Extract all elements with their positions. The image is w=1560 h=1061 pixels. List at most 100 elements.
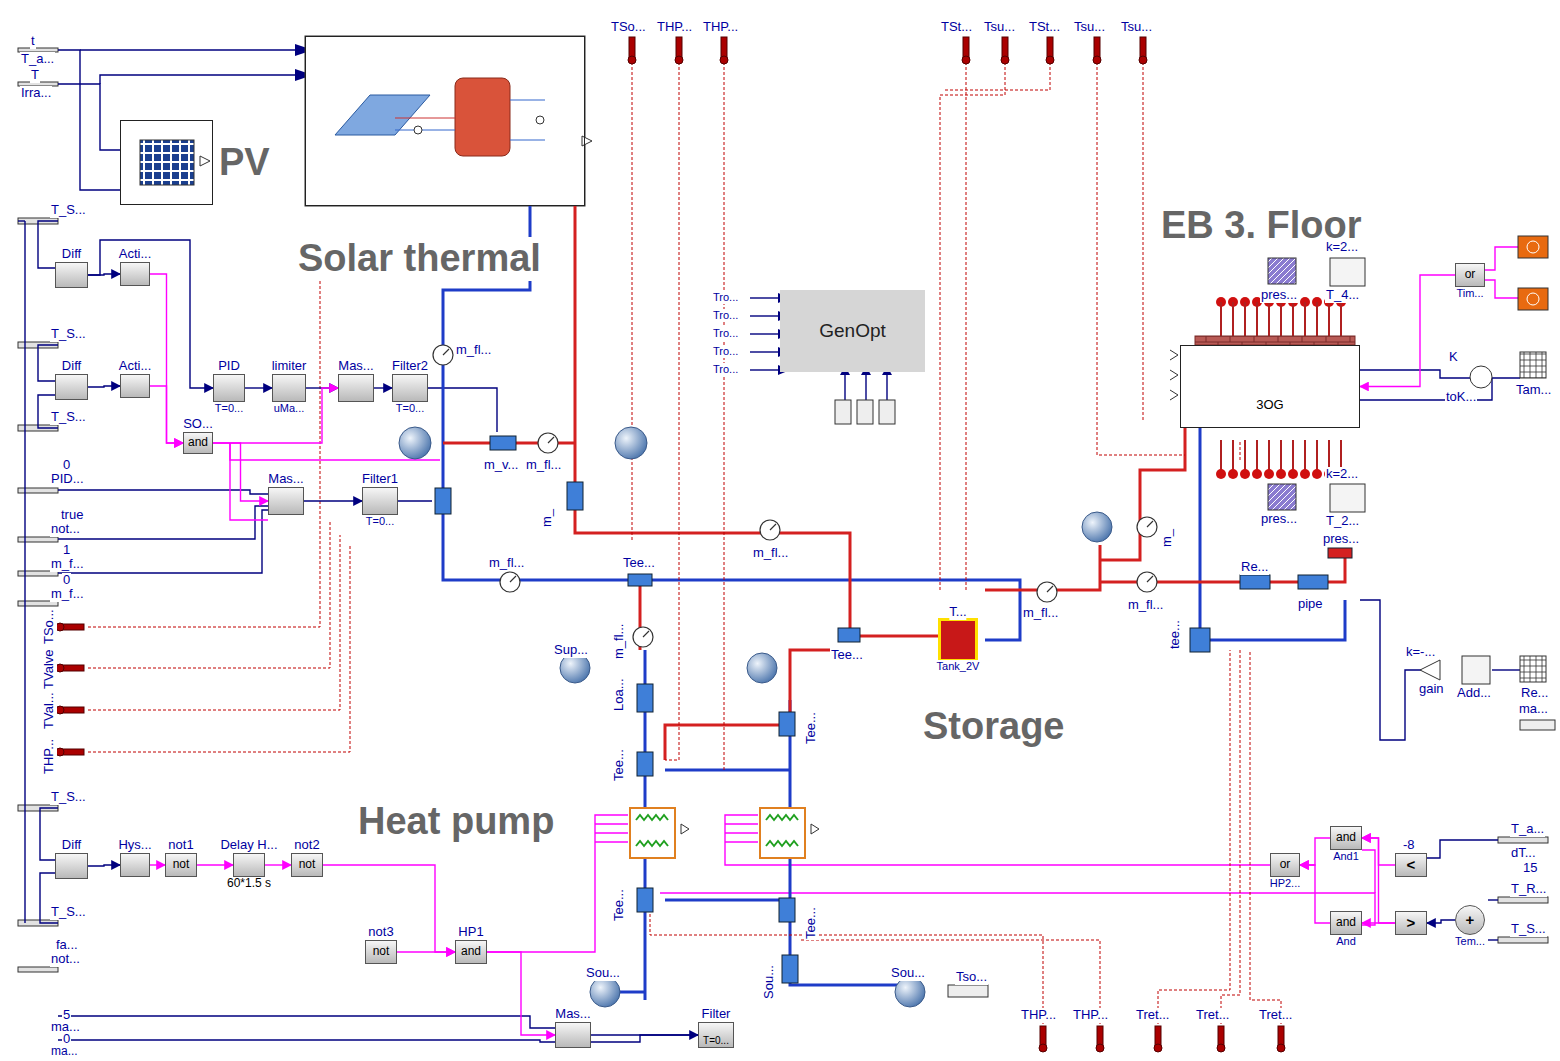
component-label: Tee... xyxy=(612,748,627,782)
component-label: m_fl... xyxy=(455,343,492,358)
component-label: T_R... xyxy=(1510,882,1547,897)
component-label: Tro... xyxy=(712,327,739,340)
component-label: not... xyxy=(50,522,81,537)
sensor-lines xyxy=(88,62,1281,1024)
block-label: Diff xyxy=(62,247,81,262)
block-label: not2 xyxy=(294,838,319,853)
delay-block: Delay H...60*1.5 s xyxy=(233,853,265,877)
block-label: HP1 xyxy=(458,925,483,940)
signal-connector xyxy=(265,864,291,865)
pipes xyxy=(443,205,1345,1000)
difference-block: Diff xyxy=(55,262,88,288)
switch-block: Mas... xyxy=(555,1022,591,1048)
limiter-block: limiteruMa... xyxy=(272,374,306,402)
component-label: THP... xyxy=(702,20,739,35)
component-label: Tsu... xyxy=(983,20,1016,35)
component-label: Tret... xyxy=(1258,1008,1293,1023)
signal-connector xyxy=(374,387,392,388)
component-label: m_v... xyxy=(483,458,519,473)
block-label: limiter xyxy=(272,359,307,374)
signal-connector xyxy=(88,240,213,388)
component-label: TVal... xyxy=(42,691,57,730)
component-label: THP... xyxy=(42,738,57,775)
block-text: + xyxy=(1466,911,1475,928)
block-label: Tank_2V xyxy=(937,660,980,673)
component-label: k=2... xyxy=(1325,467,1359,482)
signal-connector xyxy=(88,386,120,387)
component-label: K xyxy=(1448,350,1459,365)
component-label: k=2... xyxy=(1325,240,1359,255)
input-connectors xyxy=(18,48,1548,972)
component-label: Sou... xyxy=(890,966,926,981)
boundary-sources xyxy=(399,427,1112,1007)
not-gate: not3not xyxy=(365,940,397,964)
component-label: Tsu... xyxy=(1073,20,1106,35)
building-zone: EB 3. Floor3OG xyxy=(1180,345,1360,428)
block-label: not3 xyxy=(368,925,393,940)
component-label: 1 xyxy=(62,543,71,558)
component-label: T_4... xyxy=(1325,288,1360,303)
component-label: t xyxy=(30,34,36,49)
block-label: And xyxy=(1336,935,1356,948)
signal-connector xyxy=(1300,838,1330,865)
component-label: THP... xyxy=(1072,1008,1109,1023)
difference-block: Diff xyxy=(55,374,88,400)
signal-connector xyxy=(1362,838,1395,923)
component-label: T_2... xyxy=(1325,514,1360,529)
block-text: not xyxy=(299,858,316,872)
block-text: > xyxy=(1407,914,1416,931)
block-label: HP2... xyxy=(1270,877,1301,890)
signal-connector xyxy=(88,865,120,866)
mini-blocks xyxy=(140,36,1555,997)
component-label: m_fl... xyxy=(525,458,562,473)
component-label: T_S... xyxy=(1510,922,1547,937)
block-label: Mas... xyxy=(338,359,373,374)
component-label: Tro... xyxy=(712,345,739,358)
signal-connector xyxy=(1360,275,1455,387)
component-label: ma... xyxy=(50,1045,79,1059)
component-label: THP... xyxy=(1020,1008,1057,1023)
signal-connector xyxy=(397,951,455,952)
block-text: and xyxy=(461,945,481,959)
block-label: PID xyxy=(218,359,240,374)
block-label: 60*1.5 s xyxy=(227,877,271,891)
component-label: pres... xyxy=(1260,288,1298,303)
component-label: 0 xyxy=(62,573,71,588)
component-label: T_a... xyxy=(1510,822,1545,837)
component-label: fa... xyxy=(55,938,79,953)
component-label: Re... xyxy=(1520,686,1549,701)
block-label: Acti... xyxy=(119,359,152,374)
block-label: Filter2 xyxy=(392,359,428,374)
component-label: Tee... xyxy=(804,906,819,940)
block-text: and xyxy=(188,436,208,450)
component-label: Tee... xyxy=(622,556,656,571)
component-label: m_fl... xyxy=(488,556,525,571)
block-label: Delay H... xyxy=(220,838,277,853)
block-text: T=0... xyxy=(703,1035,729,1047)
component-label: Tso... xyxy=(955,970,988,985)
not-gate: not2not xyxy=(291,853,323,877)
block-label: SO... xyxy=(183,417,213,432)
component-label: Tsu... xyxy=(1120,20,1153,35)
component-label: T_S... xyxy=(50,790,87,805)
signal-connector xyxy=(150,274,183,443)
block-label: T=0... xyxy=(215,402,243,415)
pv-module: PV xyxy=(120,120,213,205)
block-text: < xyxy=(1407,856,1416,873)
component-label: T_S... xyxy=(50,410,87,425)
component-label: Sup... xyxy=(553,643,589,658)
filter-block: FilterT=0... xyxy=(698,1022,734,1048)
component-label: 0 xyxy=(62,458,71,473)
component-label: Tret... xyxy=(1135,1008,1170,1023)
block-text: not xyxy=(373,945,390,959)
component-label: TSo... xyxy=(42,608,57,645)
component-label: dT... xyxy=(1510,846,1537,861)
component-label: TValve xyxy=(42,649,57,691)
block-text: and xyxy=(1336,831,1356,845)
component-label: pres... xyxy=(1260,512,1298,527)
block-label: T=0... xyxy=(396,402,424,415)
or-gate: orTim... xyxy=(1455,263,1485,287)
and-gate: SO...and xyxy=(183,432,213,454)
block-label: PV xyxy=(219,141,270,185)
component-label: tee... xyxy=(1168,619,1183,650)
